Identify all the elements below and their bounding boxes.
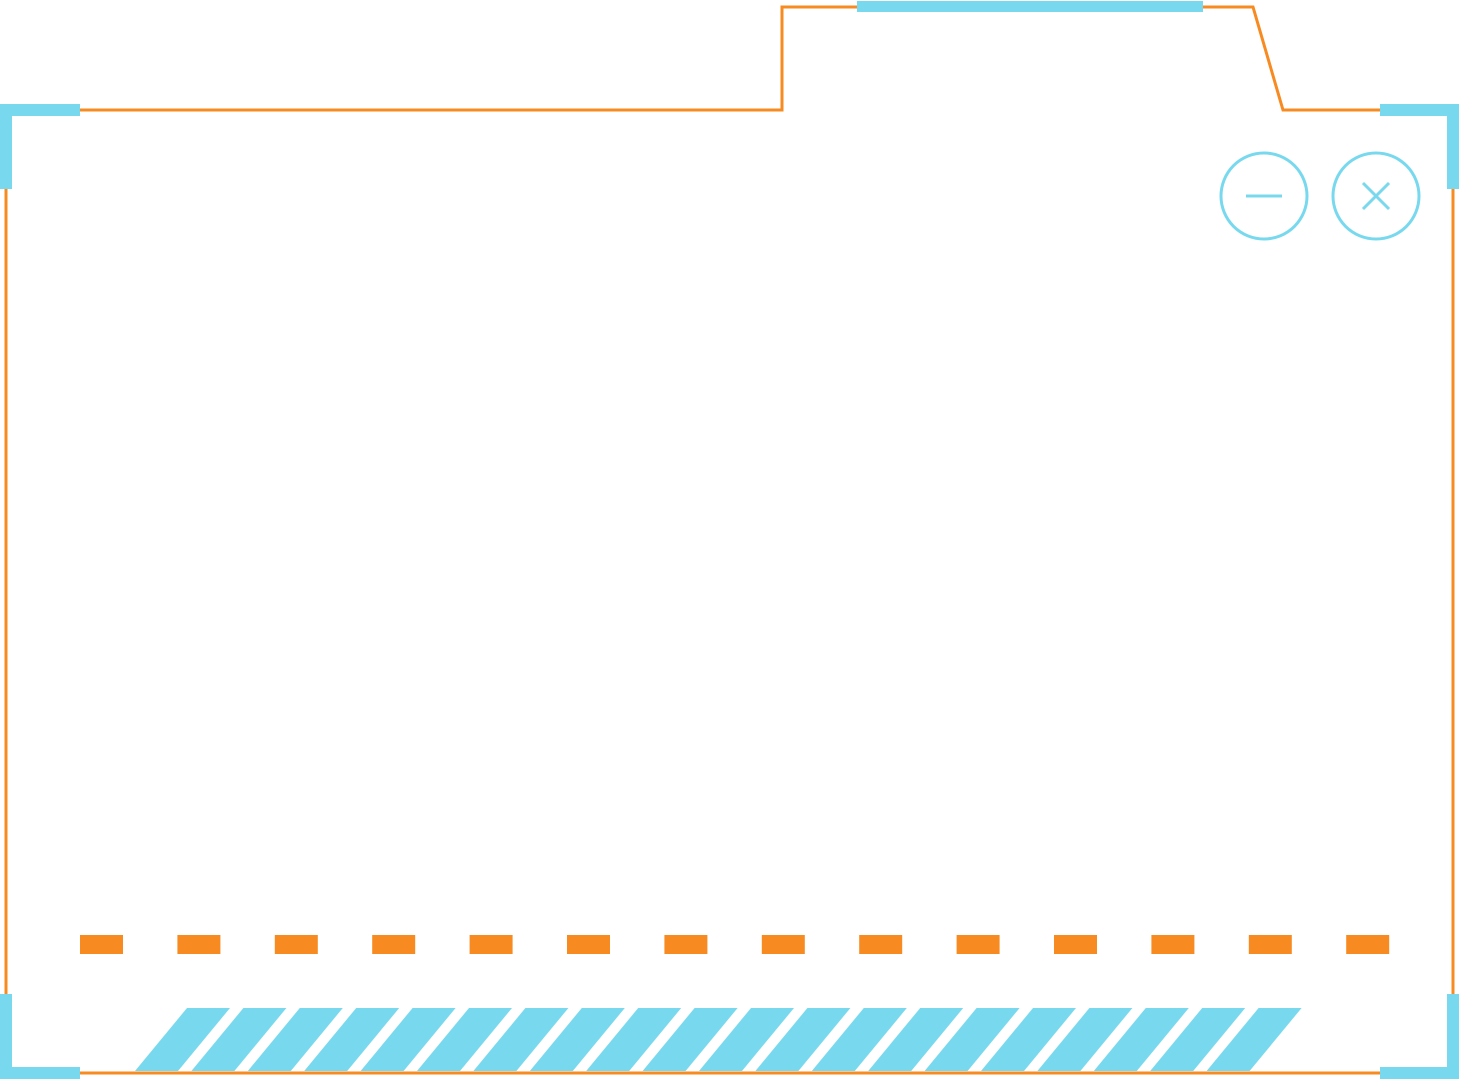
stripe-segment [304, 1008, 400, 1071]
dash-segment [177, 935, 221, 954]
dash-segment [372, 935, 416, 954]
frame-outline [4, 5, 1455, 1075]
stripe-segment [247, 1008, 343, 1071]
stripe-segment [135, 1008, 230, 1071]
stripe-segment [473, 1008, 569, 1071]
close-button[interactable] [1331, 151, 1421, 241]
stripe-segment [868, 1008, 964, 1071]
stripe-segment [1150, 1008, 1246, 1071]
dash-segment [1346, 935, 1390, 954]
dash-segment [664, 935, 708, 954]
dash-segment [1151, 935, 1195, 954]
dash-segment [1054, 935, 1097, 954]
dash-segment [761, 935, 805, 954]
corner-bracket-bottom-right [1380, 994, 1459, 1079]
dash-segment [1248, 935, 1292, 954]
dash-segment [859, 935, 903, 954]
stripe-segment [1093, 1008, 1189, 1071]
stripe-segment [529, 1008, 625, 1071]
corner-bracket-bottom-left [0, 994, 80, 1079]
dash-segment [274, 935, 318, 954]
stripe-segment [642, 1008, 738, 1071]
top-tab-bar [857, 1, 1203, 12]
stripe-segment [360, 1008, 456, 1071]
dash-segment [567, 935, 610, 954]
stripe-segment [811, 1008, 907, 1071]
stripe-segment [755, 1008, 851, 1071]
stripe-segment [981, 1008, 1076, 1071]
stripe-segment [924, 1008, 1020, 1071]
stripe-segment [417, 1008, 512, 1071]
close-icon [1361, 181, 1391, 211]
stripe-segment [699, 1008, 794, 1071]
stripe-segment [1206, 1008, 1302, 1071]
corner-bracket-top-left [0, 104, 80, 189]
minimize-button[interactable] [1219, 151, 1309, 241]
dash-segment [80, 935, 123, 954]
dashed-divider [80, 935, 1390, 954]
stripe-segment [1037, 1008, 1133, 1071]
striped-progress-decoration [135, 1008, 1302, 1071]
dash-segment [469, 935, 513, 954]
corner-bracket-top-right [1380, 104, 1459, 189]
stripe-segment [586, 1008, 682, 1071]
stripe-segment [191, 1008, 287, 1071]
dash-segment [956, 935, 1000, 954]
